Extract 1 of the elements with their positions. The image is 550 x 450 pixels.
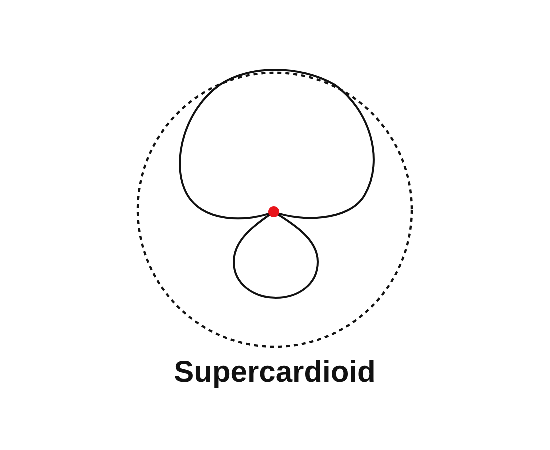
caption: Supercardioid (174, 356, 376, 390)
